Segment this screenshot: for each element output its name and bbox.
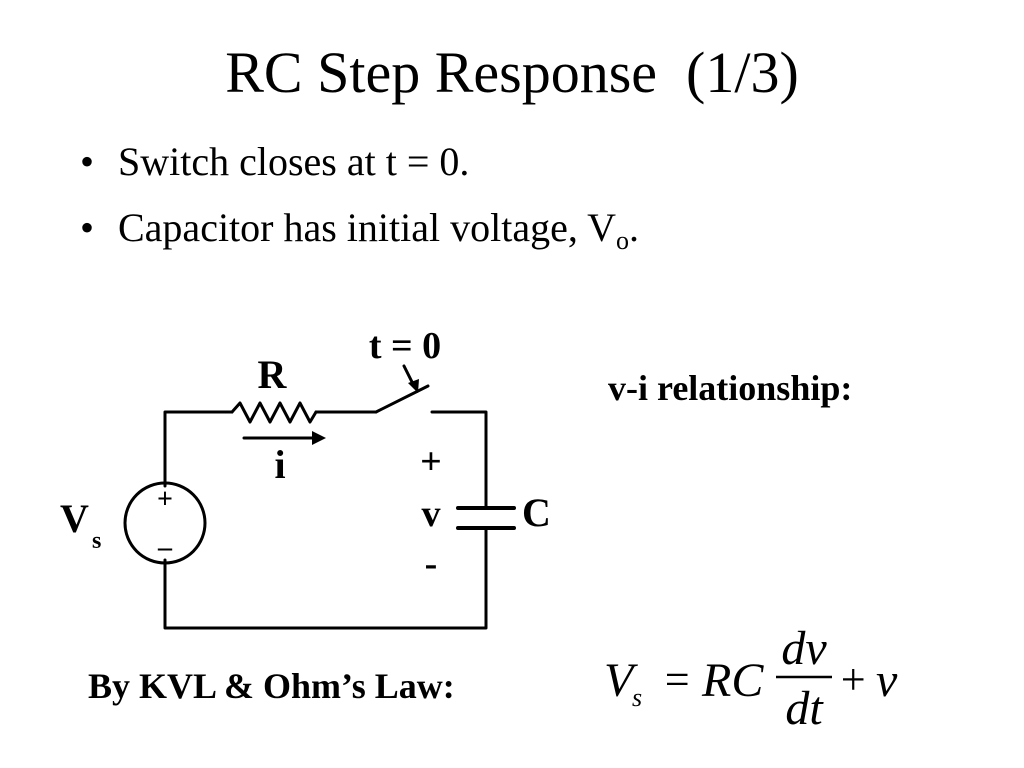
wire-left-bottom: [163, 526, 488, 630]
bullet-dot: •: [80, 139, 95, 184]
equation-lhs: V: [604, 654, 638, 707]
equation-lhs-subscript: s: [632, 683, 642, 712]
source-subscript: s: [92, 528, 101, 554]
current-label: i: [274, 442, 285, 487]
wire-top-right: [430, 410, 488, 510]
wire-left: [163, 410, 234, 488]
bullet-text: Switch closes at t = 0.: [118, 139, 470, 184]
source-label: V: [60, 496, 89, 541]
slide-title: RC Step Response (1/3): [225, 40, 799, 105]
equation-term: v: [876, 654, 898, 707]
bullet-switch: • Switch closes at t = 0.: [80, 138, 639, 186]
equation-numerator: dv: [781, 622, 827, 675]
capacitor-plus-sign: +: [420, 441, 442, 483]
bullet-subscript: o: [616, 226, 630, 255]
capacitor-minus-sign: -: [425, 543, 438, 585]
kvl-equation: V s = RC dv dt + v: [604, 622, 898, 735]
source-minus-sign: –: [157, 532, 173, 563]
equation-equals: =: [662, 655, 692, 704]
switch-blade: [374, 384, 430, 414]
bullet-text: Capacitor has initial voltage, V: [118, 205, 617, 250]
kvl-ohm-label: By KVL & Ohm’s Law:: [88, 666, 455, 706]
current-arrow-head: [312, 431, 326, 445]
vi-relationship-label: v-i relationship:: [608, 368, 853, 408]
equation-coefficient: RC: [701, 654, 764, 707]
switch-time-label: t = 0: [369, 325, 441, 367]
bullet-suffix: .: [629, 205, 640, 250]
capacitor-label: C: [522, 490, 551, 535]
resistor-label: R: [258, 352, 288, 397]
resistor-symbol: [230, 401, 318, 424]
bullet-list: • Switch closes at t = 0. • Capacitor ha…: [80, 138, 639, 270]
equation-denominator: dt: [785, 682, 824, 735]
bullet-capacitor: • Capacitor has initial voltage, Vo.: [80, 204, 640, 255]
equation-plus: +: [838, 655, 868, 704]
switch-pointer-arrow-head: [408, 379, 419, 393]
source-plus-sign: +: [157, 484, 173, 515]
bullet-dot: •: [80, 205, 95, 250]
capacitor-voltage-label: v: [422, 493, 441, 535]
voltage-source-symbol: [123, 481, 207, 565]
